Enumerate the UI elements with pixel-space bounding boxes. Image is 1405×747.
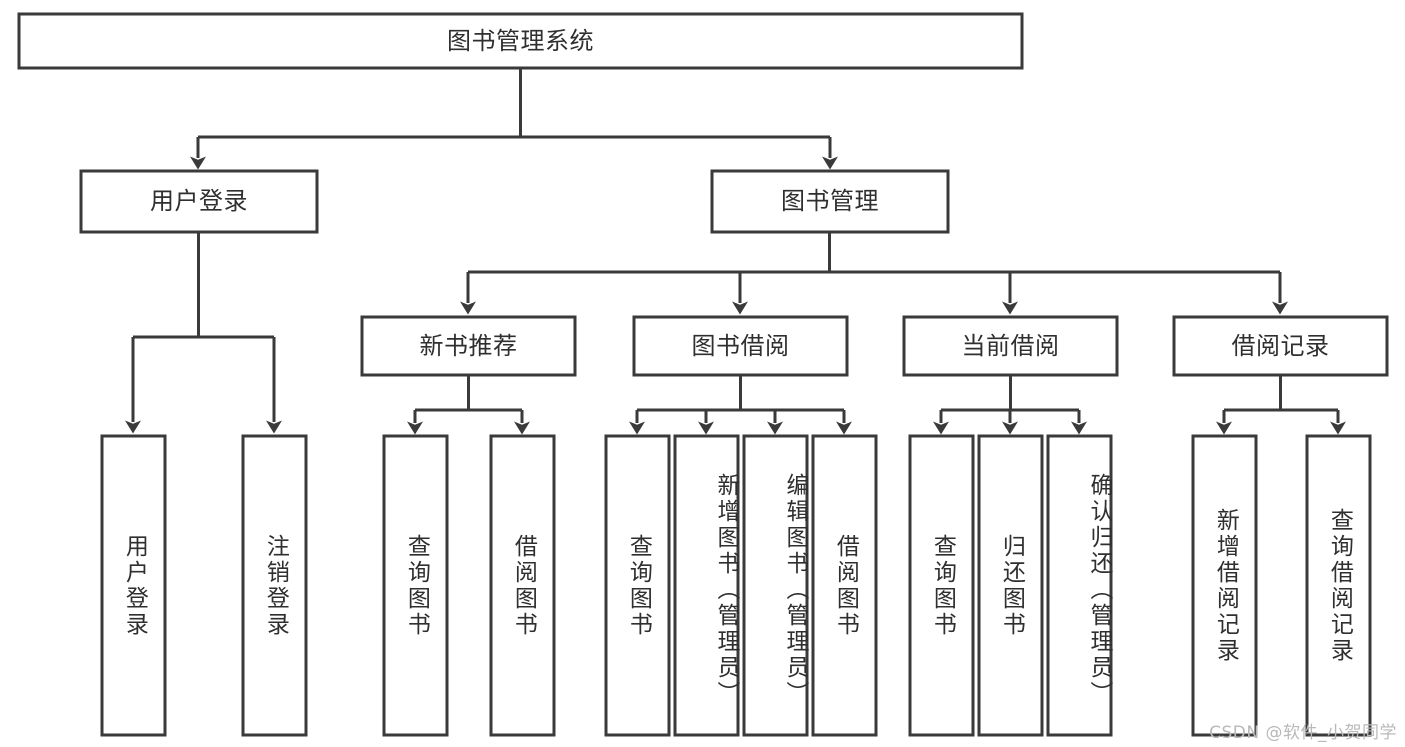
node-borrow-record-box[interactable] bbox=[1172, 315, 1389, 377]
node-user-login-box[interactable] bbox=[79, 169, 319, 234]
node-leaf-user-login-box[interactable] bbox=[100, 434, 167, 737]
node-leaf-borrow-book-2-box[interactable] bbox=[811, 434, 878, 737]
node-leaf-logout-box[interactable] bbox=[241, 434, 308, 737]
node-leaf-query-record-box[interactable] bbox=[1305, 434, 1372, 737]
node-leaf-add-book-box[interactable] bbox=[673, 434, 740, 737]
node-leaf-query-book-3-box[interactable] bbox=[908, 434, 975, 737]
node-leaf-query-book-1-box[interactable] bbox=[382, 434, 449, 737]
node-root-box[interactable] bbox=[17, 12, 1024, 70]
node-leaf-return-book-box[interactable] bbox=[977, 434, 1044, 737]
node-book-borrow-box[interactable] bbox=[632, 315, 849, 377]
node-leaf-add-record-box[interactable] bbox=[1191, 434, 1258, 737]
node-current-borrow-box[interactable] bbox=[902, 315, 1119, 377]
csdn-watermark: CSDN @软件_小贺同学 bbox=[1209, 723, 1397, 743]
node-leaf-borrow-book-1-box[interactable] bbox=[489, 434, 556, 737]
node-book-manage-box[interactable] bbox=[710, 169, 950, 234]
node-leaf-edit-book-box[interactable] bbox=[742, 434, 809, 737]
node-leaf-query-book-2-box[interactable] bbox=[604, 434, 671, 737]
node-leaf-confirm-return-box[interactable] bbox=[1046, 434, 1113, 737]
node-new-book-rec-box[interactable] bbox=[360, 315, 577, 377]
